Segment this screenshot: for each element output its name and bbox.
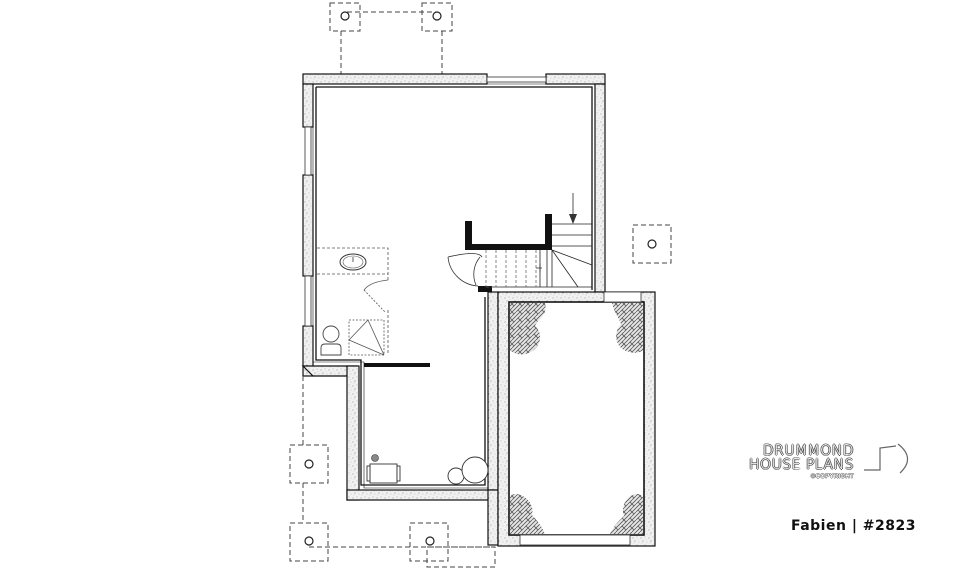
brand-name-line2: HOUSE PLANS: [749, 457, 854, 473]
mechanical-fixtures: [366, 454, 489, 485]
drummond-d-logo-icon: [864, 443, 909, 474]
toilet: [320, 325, 342, 356]
water-heater: [461, 456, 489, 484]
crawl-space: [497, 291, 656, 547]
bathroom-door-swing: [363, 279, 389, 313]
interior-wall-lines: [312, 83, 595, 489]
hatch-bottom-left: [510, 494, 545, 534]
pier-right: [632, 224, 672, 264]
floor-drain: [371, 454, 379, 462]
partition-wall: [364, 363, 430, 367]
plan-title: Fabien | #2823: [790, 518, 916, 534]
furnace: [366, 463, 401, 484]
brand-block: DRUMMOND HOUSE PLANS ©COPYRIGHT: [740, 440, 940, 540]
shower: [348, 319, 385, 356]
copyright-label: ©COPYRIGHT: [810, 474, 854, 480]
bathroom-sink: [339, 253, 367, 271]
hatch-bottom-right: [610, 494, 643, 534]
porch-outline-top: [329, 2, 453, 74]
hatch-top-left: [510, 303, 546, 355]
piers-top: [340, 11, 442, 21]
staircase: [447, 193, 593, 292]
brand-name-line1: DRUMMOND: [762, 443, 854, 459]
piers-bottom: [304, 459, 435, 546]
porch-outline-bottom: [289, 376, 496, 568]
foundation-walls: [301, 73, 606, 546]
bathroom: [317, 247, 389, 355]
hatch-top-right: [612, 303, 643, 353]
